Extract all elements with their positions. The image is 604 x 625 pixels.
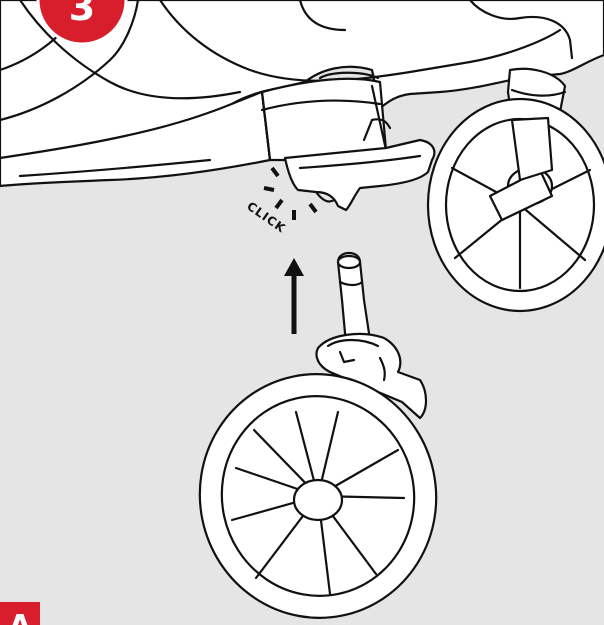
insert-arrow bbox=[284, 258, 304, 334]
click-tick bbox=[308, 202, 318, 214]
wheel-socket bbox=[260, 71, 436, 212]
step-badge: 3 bbox=[36, 0, 128, 46]
click-tick bbox=[274, 198, 284, 210]
click-tick bbox=[263, 186, 275, 192]
step-badge-circle bbox=[36, 0, 128, 46]
front-wheel-attached bbox=[426, 67, 604, 313]
stroller-frame bbox=[0, 0, 604, 188]
bottom-marker: A bbox=[0, 602, 40, 625]
step-badge-number: 3 bbox=[69, 0, 95, 29]
click-label: CLICK bbox=[244, 199, 288, 236]
bottom-marker-letter: A bbox=[8, 609, 32, 625]
bottom-marker-box bbox=[0, 602, 40, 625]
click-tick bbox=[270, 166, 280, 178]
detached-wheel bbox=[198, 251, 438, 619]
